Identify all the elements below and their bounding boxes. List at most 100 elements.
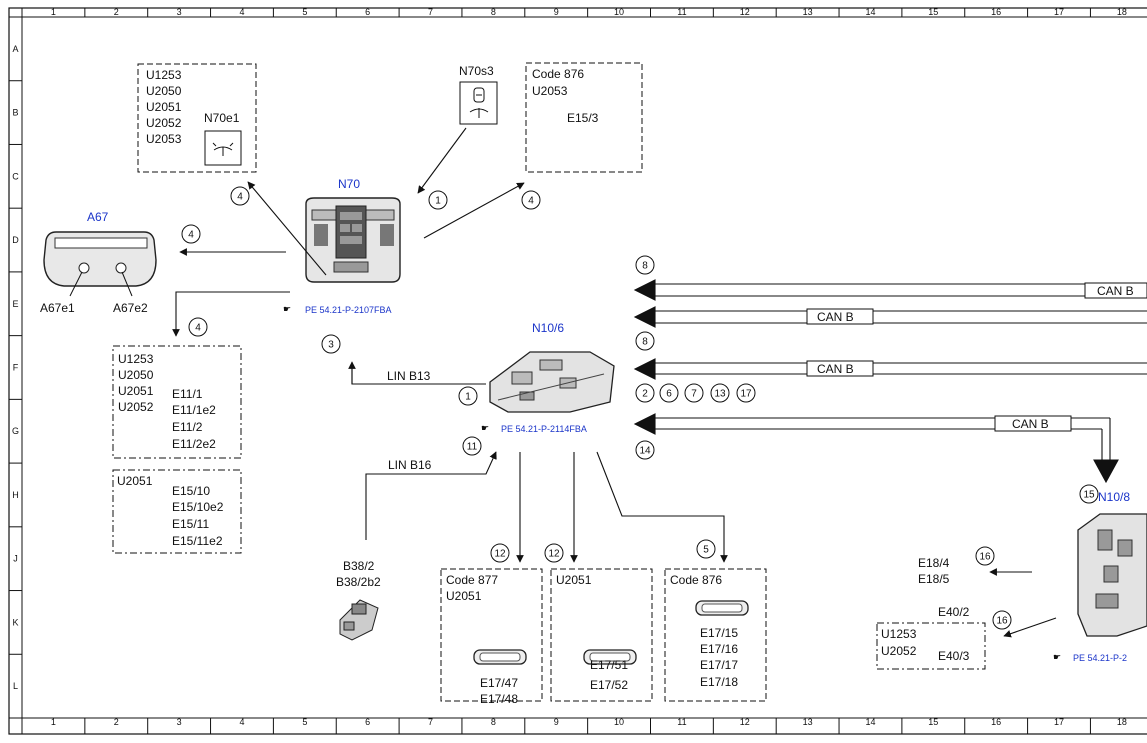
code-u2051: U2051 bbox=[146, 100, 182, 114]
callout-number: 7 bbox=[691, 389, 697, 400]
column-label: 5 bbox=[302, 7, 307, 17]
can-bus-lines bbox=[633, 279, 1147, 484]
callout-circle bbox=[659, 383, 679, 403]
column-label: 1 bbox=[51, 7, 56, 17]
row-label: H bbox=[12, 490, 19, 500]
can-b-tag-2 bbox=[806, 308, 874, 325]
column-label: 8 bbox=[491, 717, 496, 727]
callout-circle bbox=[635, 440, 655, 460]
box-e40 bbox=[876, 622, 986, 670]
callout-circle bbox=[710, 383, 730, 403]
callout-circle bbox=[521, 190, 541, 210]
label-b38-2b2: B38/2b2 bbox=[336, 575, 381, 589]
code-u2051-left: U2051 bbox=[118, 384, 154, 398]
item-e11-2e2: E11/2e2 bbox=[172, 437, 216, 451]
box-u2051 bbox=[550, 568, 653, 702]
label-n10-8: N10/8 bbox=[1098, 490, 1130, 504]
callout-number: 16 bbox=[979, 552, 991, 563]
lin-b16-label: LIN B16 bbox=[388, 458, 432, 472]
can-b-tag-1 bbox=[1084, 282, 1147, 299]
callout-circle bbox=[975, 546, 995, 566]
item-e17-51: E17/51 bbox=[590, 658, 628, 672]
column-label: 13 bbox=[803, 7, 813, 17]
code-u2053: U2053 bbox=[146, 132, 182, 146]
column-ruler: 1122334455667788991010111112121313141415… bbox=[21, 7, 1127, 734]
column-label: 8 bbox=[491, 7, 496, 17]
column-label: 11 bbox=[677, 717, 686, 727]
callout-number: 6 bbox=[666, 389, 672, 400]
code-u2051-low: U2051 bbox=[117, 474, 153, 488]
code-u2050-left: U2050 bbox=[118, 368, 154, 382]
box-code-876 bbox=[664, 568, 767, 702]
row-label: E bbox=[12, 299, 18, 309]
column-label: 11 bbox=[677, 7, 686, 17]
column-label: 2 bbox=[114, 717, 119, 727]
can-b-label-3: CAN B bbox=[817, 362, 854, 376]
code-u2051-mid: U2051 bbox=[556, 573, 592, 587]
callout-circle bbox=[992, 610, 1012, 630]
callout-number: 1 bbox=[465, 392, 471, 403]
row-label: J bbox=[13, 554, 18, 564]
column-label: 14 bbox=[865, 717, 875, 727]
callout-number: 12 bbox=[548, 549, 560, 560]
box-top-right bbox=[525, 62, 643, 173]
item-e17-48: E17/48 bbox=[480, 692, 518, 706]
callout-circle bbox=[428, 190, 448, 210]
item-e15-10e2: E15/10e2 bbox=[172, 500, 224, 514]
callout-circle bbox=[1079, 484, 1099, 504]
callout-circle bbox=[736, 383, 756, 403]
can-b-label-1: CAN B bbox=[1097, 284, 1134, 298]
row-label: F bbox=[13, 363, 19, 373]
label-n70s3: N70s3 bbox=[459, 64, 494, 78]
column-label: 2 bbox=[114, 7, 119, 17]
column-label: 1 bbox=[51, 717, 56, 727]
column-label: 3 bbox=[177, 7, 182, 17]
item-e40-3: E40/3 bbox=[938, 649, 970, 663]
item-e15-11e2: E15/11e2 bbox=[172, 534, 223, 548]
column-label: 14 bbox=[865, 7, 875, 17]
callout-number: 11 bbox=[467, 442, 478, 453]
column-label: 7 bbox=[428, 7, 433, 17]
code-u2050: U2050 bbox=[146, 84, 182, 98]
column-label: 6 bbox=[365, 7, 370, 17]
can-b-tag-3 bbox=[806, 360, 874, 377]
item-e11-2: E11/2 bbox=[172, 420, 203, 434]
callout-number: 2 bbox=[642, 389, 648, 400]
n10-6-module-image bbox=[489, 351, 615, 413]
row-label: D bbox=[12, 235, 19, 245]
column-label: 7 bbox=[428, 717, 433, 727]
box-left-mid bbox=[112, 345, 242, 459]
can-b-label-4: CAN B bbox=[1012, 417, 1049, 431]
label-a67: A67 bbox=[87, 210, 109, 224]
row-label: L bbox=[13, 681, 18, 691]
label-n70: N70 bbox=[338, 177, 360, 191]
column-label: 3 bbox=[177, 717, 182, 727]
label-a67e1: A67e1 bbox=[40, 301, 75, 315]
callout-circle bbox=[230, 186, 250, 206]
item-e11-1: E11/1 bbox=[172, 387, 203, 401]
n70-module-image bbox=[305, 197, 401, 283]
column-label: 4 bbox=[239, 7, 244, 17]
label-b38-2: B38/2 bbox=[343, 559, 375, 573]
label-n10-6: N10/6 bbox=[532, 321, 564, 335]
item-e17-16: E17/16 bbox=[700, 642, 738, 656]
column-label: 17 bbox=[1054, 717, 1064, 727]
lamp-symbol-box bbox=[204, 130, 242, 166]
code-u1253-e40: U1253 bbox=[881, 627, 917, 641]
column-label: 10 bbox=[614, 717, 624, 727]
item-e18-5: E18/5 bbox=[918, 572, 950, 586]
row-label: A bbox=[12, 44, 18, 54]
callout-number: 3 bbox=[328, 340, 334, 351]
item-e17-52: E17/52 bbox=[590, 678, 628, 692]
callout-number: 4 bbox=[528, 196, 534, 207]
column-label: 16 bbox=[991, 7, 1001, 17]
item-e15-10: E15/10 bbox=[172, 484, 210, 498]
code-u2051-877: U2051 bbox=[446, 589, 482, 603]
code-u1253: U1253 bbox=[146, 68, 182, 82]
callout-number: 8 bbox=[642, 261, 648, 272]
can-b-label-2: CAN B bbox=[817, 310, 854, 324]
row-label: C bbox=[12, 171, 19, 181]
callout-number: 4 bbox=[188, 230, 194, 241]
